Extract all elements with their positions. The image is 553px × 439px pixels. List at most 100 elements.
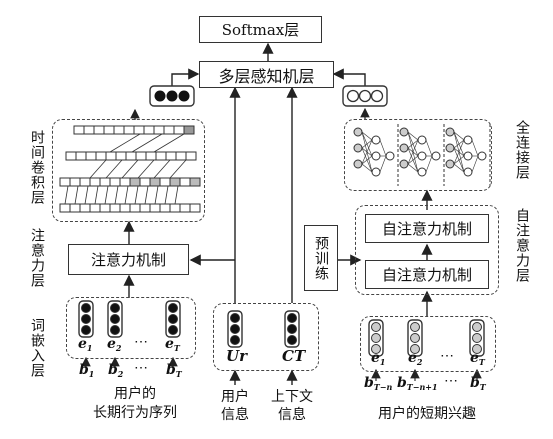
left-embedding-column-dot [81, 325, 91, 335]
conv-link [169, 159, 187, 179]
user-info-line2: 信息 [221, 407, 249, 423]
conv-link [121, 159, 139, 179]
fc-edge [453, 155, 465, 165]
ct-label: CT [282, 347, 306, 365]
left-embedding-column-dot [81, 314, 91, 324]
left-e1-label: e1 [78, 336, 93, 353]
left-embedding-column-dot [110, 303, 120, 313]
left-embedding-drawing [78, 300, 181, 368]
conv-link [131, 133, 163, 153]
fc-edge [361, 131, 373, 141]
fc-edge [407, 139, 419, 165]
temporal-conv-drawing [59, 125, 201, 213]
fc-edge [471, 139, 479, 157]
conv-cell [183, 125, 195, 135]
conv-link [64, 185, 69, 205]
self-attention-layer-label: 自注意力层 [514, 208, 530, 283]
fc-edge [361, 139, 373, 165]
left-output-vector [149, 85, 195, 107]
middle-input-region [213, 303, 319, 371]
right-embedding-column-dot [410, 333, 420, 343]
conv-link [153, 133, 185, 153]
left-bT-label: bT [166, 362, 182, 379]
fc-edge [379, 139, 387, 157]
conv-link [114, 185, 119, 205]
fc-edge [471, 155, 479, 173]
fc-edge [361, 163, 373, 173]
temporal-conv-region [52, 119, 205, 222]
left-embedding-column-dot [81, 303, 91, 313]
self-attention-box-1: 自注意力机制 [365, 214, 489, 243]
fc-edge [361, 139, 373, 149]
right-embedding-column-dot [371, 333, 381, 343]
right-e1-label: e1 [371, 350, 386, 367]
fc-edge [407, 163, 419, 173]
self-attention-region [355, 205, 499, 295]
left-b-ellipsis: ⋯ [134, 360, 148, 376]
left-caption-line2: 长期行为序列 [93, 405, 177, 421]
right-embedding-region [360, 316, 496, 372]
context-info-column-dot [287, 335, 297, 345]
user-info-column-dot [230, 335, 240, 345]
context-info-column-dot [287, 324, 297, 334]
conv-link [124, 185, 129, 205]
fc-edge [453, 139, 465, 165]
conv-link [174, 185, 179, 205]
right-embedding-column-dot [371, 322, 381, 332]
conv-link [153, 159, 171, 179]
user-info-column-dot [230, 313, 240, 323]
right-embedding-column-dot [472, 333, 482, 343]
conv-link [84, 185, 89, 205]
fc-edge [453, 163, 465, 173]
left-eT-label: eT [165, 336, 180, 353]
fc-edge [407, 155, 419, 165]
right-b2-label: bT−n+1 [397, 375, 438, 392]
fc-edge [379, 155, 387, 173]
right-b1-label: bT−n [364, 375, 393, 392]
right-b-ellipsis: ⋯ [444, 373, 458, 389]
right-embedding-column-dot [410, 344, 420, 354]
right-output-vector [342, 85, 388, 107]
fc-edge [425, 155, 433, 173]
context-info-column-dot [287, 313, 297, 323]
left-b2-label: b2 [108, 362, 124, 379]
right-embedding-column-dot [410, 322, 420, 332]
left-embedding-column-dot [168, 314, 178, 324]
conv-link [105, 159, 123, 179]
conv-link [109, 133, 141, 153]
conv-link [144, 185, 149, 205]
fc-edge [453, 139, 465, 149]
right-eT-label: eT [470, 350, 485, 367]
ur-label: Ur [226, 347, 247, 365]
right-e-ellipsis: ⋯ [440, 348, 454, 364]
left-embedding-column-dot [168, 303, 178, 313]
left-caption-line1: 用户的 [114, 386, 156, 402]
fc-edge [407, 131, 419, 141]
mlp-layer-box: 多层感知机层 [199, 61, 334, 88]
arrow-right-to-mlp [332, 68, 366, 90]
fc-edge [425, 139, 433, 157]
conv-link [104, 185, 109, 205]
right-bT-label: bT [470, 375, 486, 392]
conv-link [74, 185, 79, 205]
conv-cell [189, 177, 201, 187]
conv-cell [185, 151, 197, 161]
conv-link [134, 185, 139, 205]
conv-link [94, 185, 99, 205]
conv-link [137, 159, 155, 179]
context-info-line2: 信息 [278, 407, 306, 423]
user-info-line1: 用户 [221, 389, 249, 405]
left-embedding-column-dot [110, 325, 120, 335]
temporal-conv-label: 时间卷积层 [29, 130, 45, 205]
right-embedding-column-dot [371, 344, 381, 354]
right-e2-label: e2 [408, 350, 423, 367]
pretrain-box: 预训练 [304, 225, 338, 291]
right-embedding-column-dot [472, 344, 482, 354]
pretrain-label: 预训练 [313, 235, 329, 281]
attention-mechanism-box: 注意力机制 [68, 244, 189, 275]
context-info-line1: 上下文 [271, 389, 313, 405]
right-embedding-column-dot [472, 322, 482, 332]
left-e2-label: e2 [107, 336, 122, 353]
fully-connected-label: 全连接层 [514, 120, 530, 180]
left-embedding-column-dot [110, 314, 120, 324]
